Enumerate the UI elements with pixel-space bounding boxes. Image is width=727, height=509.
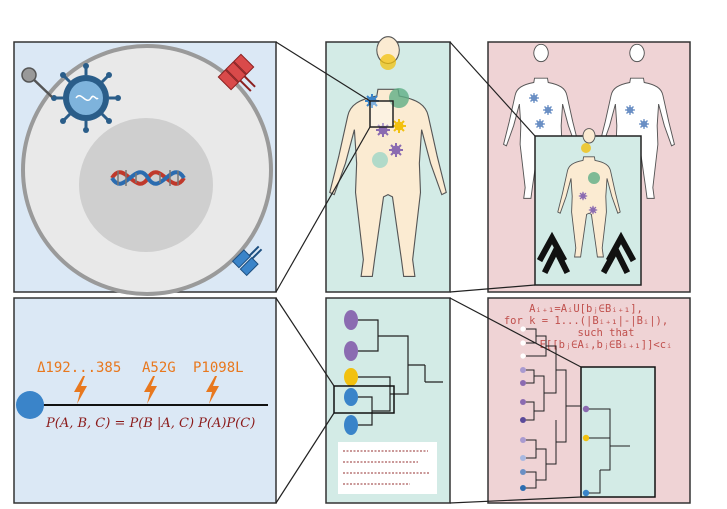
mutation-label-3: P1098L (193, 360, 244, 376)
receptor-icon (231, 245, 263, 277)
mutation-panel: Δ192...385 A52G P1098L P(A, B, C) = P(B … (13, 297, 277, 504)
virus-icon (51, 63, 121, 133)
subtree-highlight-box (333, 385, 395, 414)
zoom-box (369, 100, 394, 128)
tree-leaves (520, 326, 590, 497)
algorithm-line-4: E[[bⱼ∈Aᵢ,bⱼ∈Bᵢ₊₁]]<cᵢ (540, 339, 673, 351)
tree-leaves (344, 310, 358, 435)
population-panel (487, 41, 691, 293)
highlight-subtree-box (580, 366, 656, 498)
algorithm-line-2: for k = 1...(|Bᵢ₊₁|-|Bᵢ|), (504, 315, 668, 327)
zoom-connectors (275, 41, 582, 504)
mutation-label-1: Δ192...385 (37, 360, 121, 376)
mutation-label-2: A52G (142, 360, 176, 376)
lollipop-receptor-icon (21, 67, 53, 98)
body-panel (325, 36, 451, 293)
algorithm-line-1: Aᵢ₊₁=AᵢU[bⱼ∈Bᵢ₊₁], (529, 303, 643, 315)
dna-helix-icon (110, 170, 186, 186)
cell-circle-icon (16, 391, 44, 419)
cell-nucleus (79, 118, 213, 252)
tree-edges (358, 319, 443, 426)
probability-formula: P(A, B, C) = P(B |A, C) P(A)P(C) (45, 416, 255, 431)
receptor-icon (217, 53, 256, 92)
equation-block (338, 442, 437, 494)
cell-panel (13, 41, 277, 296)
tree-edges (526, 328, 630, 494)
chevron-up-icon (536, 231, 637, 275)
phylogeny-panel (325, 297, 451, 504)
algorithm-line-3: such that (578, 327, 635, 339)
algorithm-panel: Aᵢ₊₁=AᵢU[bⱼ∈Bᵢ₊₁], for k = 1...(|Bᵢ₊₁|-|… (487, 297, 691, 504)
